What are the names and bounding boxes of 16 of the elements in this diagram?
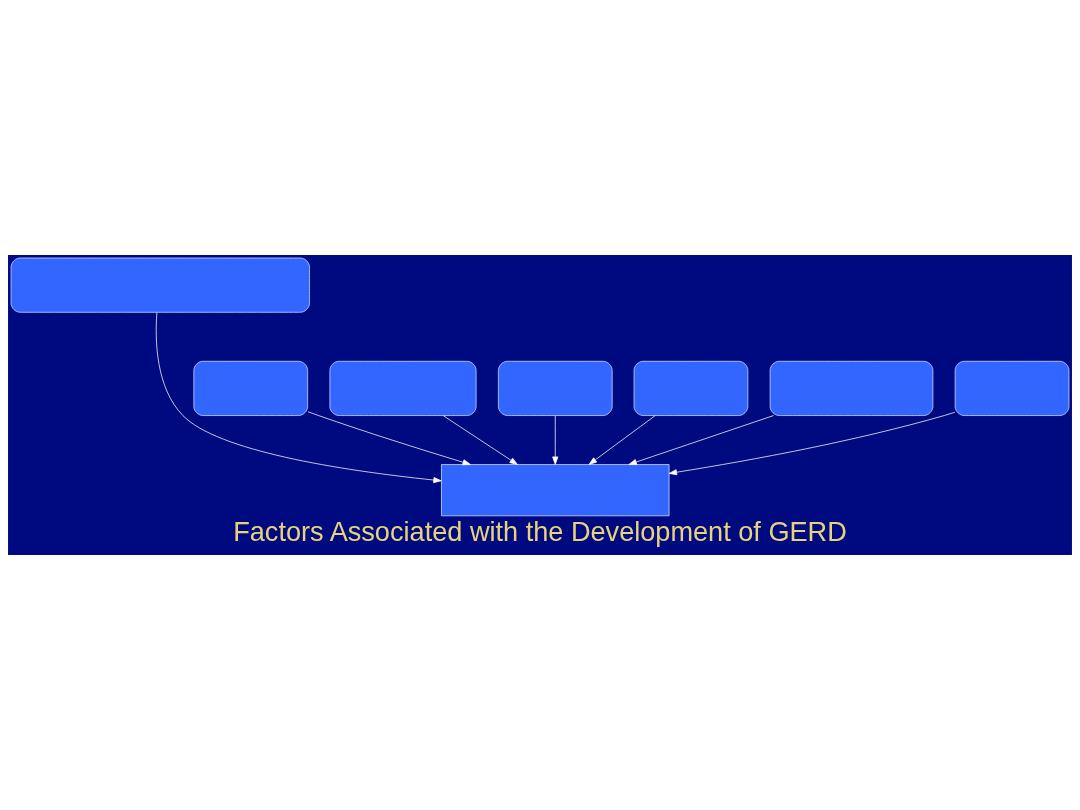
node-box <box>497 360 613 416</box>
arrow <box>307 411 471 466</box>
node-box <box>769 360 934 416</box>
node-dome <box>441 464 670 517</box>
node-box <box>329 360 477 416</box>
arrow <box>588 415 656 465</box>
node-box <box>954 360 1070 416</box>
arrow <box>552 415 559 465</box>
arrow <box>668 411 956 476</box>
node-box <box>10 257 310 313</box>
arrow <box>628 415 774 465</box>
node-box <box>633 360 749 416</box>
diagram-title: Factors Associated with the Development of GERD <box>233 515 847 547</box>
node-box <box>193 360 309 416</box>
arrow <box>155 312 442 484</box>
arrow <box>442 415 518 465</box>
